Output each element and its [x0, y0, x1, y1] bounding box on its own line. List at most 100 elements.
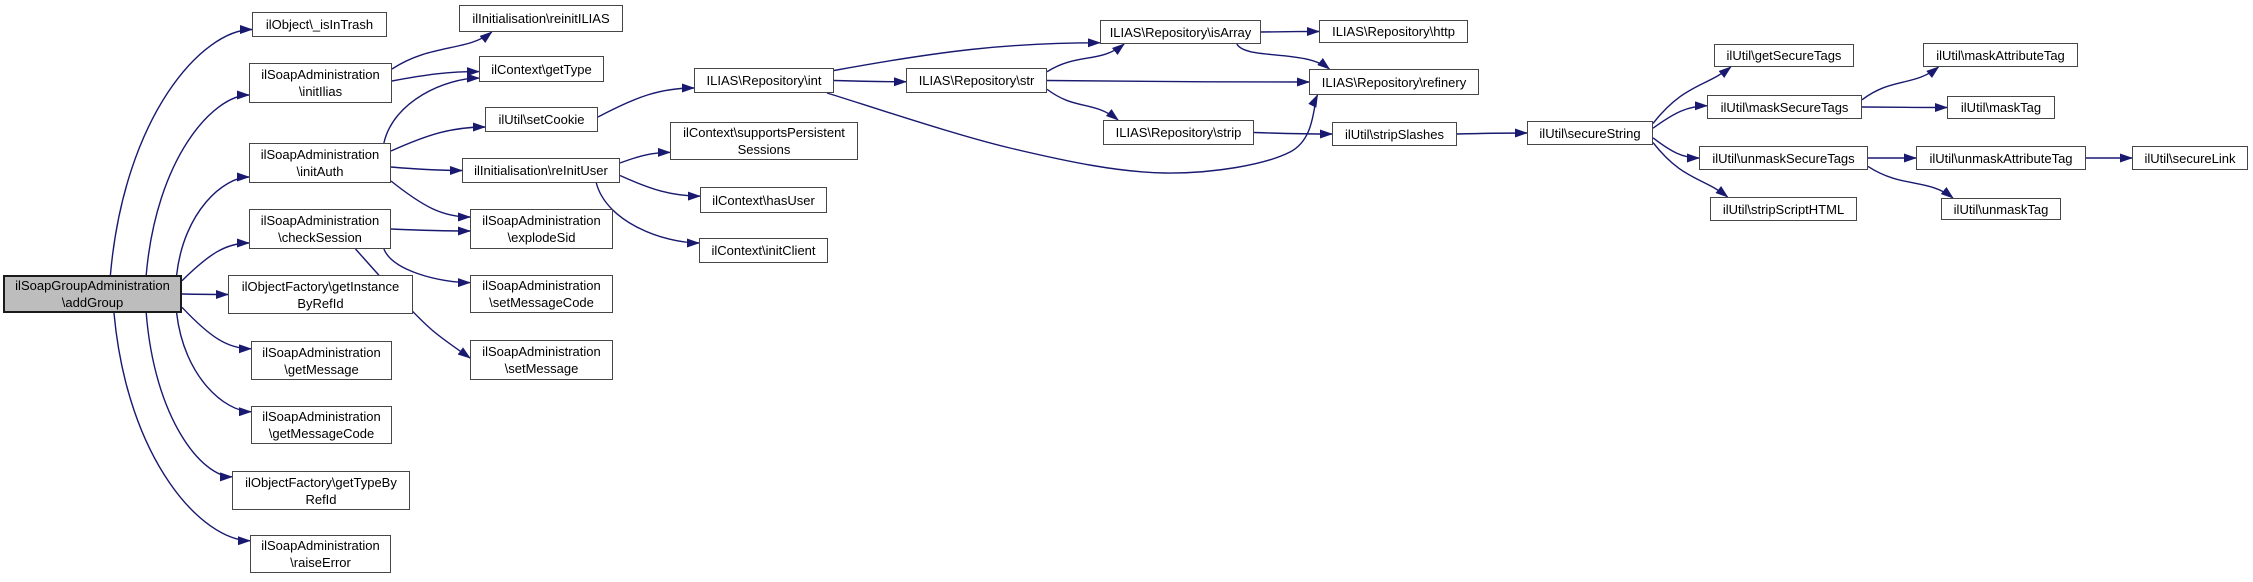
edge-maskSecureTags-maskAttributeTag	[1861, 66, 1940, 101]
node-getMessageCode[interactable]: ilSoapAdministration \getMessageCode	[251, 406, 392, 444]
node-label-line: ILIAS\Repository\str	[918, 73, 1035, 88]
node-stripScriptHTML[interactable]: ilUtil\stripScriptHTML	[1710, 197, 1857, 221]
node-label-line: \explodeSid	[507, 230, 576, 245]
node-maskSecureTags[interactable]: ilUtil\maskSecureTags	[1707, 95, 1862, 119]
edge-reInitUser-hasUser	[619, 174, 701, 201]
node-unmaskSecureTags[interactable]: ilUtil\unmaskSecureTags	[1699, 146, 1868, 170]
node-label-line: ilSoapAdministration	[260, 213, 380, 228]
node-label-line: ilSoapAdministration	[482, 213, 601, 228]
node-label-line: ilObjectFactory\getInstance	[241, 278, 400, 294]
node-strip[interactable]: ILIAS\Repository\strip	[1103, 120, 1254, 145]
node-label-line: Sessions	[737, 142, 791, 157]
node-label-line: ILIAS\Repository\refinery	[1321, 74, 1467, 90]
node-initAuth[interactable]: ilSoapAdministration \initAuth	[249, 143, 391, 183]
node-unmaskTag[interactable]: ilUtil\unmaskTag	[1941, 198, 2061, 220]
edge-stripSlashes-secureString	[1456, 128, 1528, 138]
edge-initAuth-reInitUser	[390, 165, 463, 175]
edge-strip-stripSlashes	[1253, 129, 1333, 139]
edge-str-refinery	[1046, 77, 1310, 87]
edge-reInitUser-supportsPersistentSessions	[619, 147, 671, 164]
edge-isArray-http	[1260, 27, 1320, 37]
node-explodeSid[interactable]: ilSoapAdministration \explodeSid	[470, 209, 613, 249]
node-unmaskAttributeTag[interactable]: ilUtil\unmaskAttributeTag	[1916, 146, 2086, 170]
node-maskTag[interactable]: ilUtil\maskTag	[1947, 96, 2055, 119]
node-getMessage[interactable]: ilSoapAdministration\getMessage	[251, 341, 392, 380]
node-checkSession[interactable]: ilSoapAdministration \checkSession	[249, 209, 391, 249]
node-label-line: \addGroup	[61, 295, 124, 310]
node-setCookie[interactable]: ilUtil\setCookie	[485, 107, 598, 132]
node-secureLink[interactable]: ilUtil\secureLink	[2132, 146, 2248, 170]
node-http[interactable]: ILIAS\Repository\http	[1319, 20, 1468, 43]
edge-setCookie-int	[597, 83, 695, 118]
node-reInitUser[interactable]: ilInitialisation\reInitUser	[462, 158, 620, 183]
node-raiseError[interactable]: ilSoapAdministration\raiseError	[250, 535, 391, 573]
node-label-line: ilUtil\maskSecureTags	[1720, 99, 1849, 115]
edge-str-isArray	[1046, 43, 1125, 73]
node-label-line: ILIAS\Repository\strip	[1115, 125, 1242, 140]
node-int[interactable]: ILIAS\Repository\int	[694, 68, 834, 93]
node-hasUser[interactable]: ilContext\hasUser	[700, 187, 827, 213]
node-label-line: ilUtil\secureLink	[2144, 150, 2236, 166]
node-label-line: ilSoapAdministration	[261, 67, 380, 82]
node-label-line: ilSoapAdministration	[260, 147, 380, 162]
node-initClient[interactable]: ilContext\initClient	[699, 238, 828, 263]
edge-secureString-unmaskSecureTags	[1652, 137, 1700, 163]
node-label-line: \checkSession	[278, 230, 362, 245]
node-initIlias[interactable]: ilSoapAdministration \initIlias	[249, 63, 392, 103]
edge-secureString-maskSecureTags	[1652, 101, 1708, 129]
node-label-line: \getMessage	[284, 361, 359, 377]
node-setMessage[interactable]: ilSoapAdministration\setMessage	[470, 340, 613, 380]
edge-addGroup-getTypeByRefId	[145, 312, 233, 482]
node-str[interactable]: ILIAS\Repository\str	[906, 68, 1047, 93]
node-label-line: ilContext\initClient	[711, 243, 816, 258]
node-label-line: \initAuth	[296, 164, 344, 179]
node-isInTrash[interactable]: ilObject\_isInTrash	[252, 12, 387, 37]
edge-addGroup-getMessageCode	[175, 312, 252, 417]
node-label-line: ilObject\_isInTrash	[265, 17, 374, 32]
node-label-line: ilSoapGroupAdministration	[15, 278, 170, 293]
node-label-line: \getMessageCode	[268, 426, 375, 441]
node-getSecureTags[interactable]: ilUtil\getSecureTags	[1714, 44, 1854, 67]
edge-addGroup-checkSession	[181, 238, 250, 282]
node-label-line: ilUtil\stripScriptHTML	[1722, 201, 1845, 217]
node-label-line: ilContext\hasUser	[712, 192, 815, 208]
node-addGroup: ilSoapGroupAdministration \addGroup	[3, 275, 182, 313]
node-maskAttributeTag[interactable]: ilUtil\maskAttributeTag	[1923, 43, 2078, 67]
node-label-line: ilSoapAdministration	[262, 409, 381, 424]
edge-checkSession-explodeSid	[390, 226, 471, 236]
node-label-line: ILIAS\Repository\int	[706, 73, 822, 88]
node-label-line: ilUtil\maskTag	[1960, 100, 2042, 115]
edge-addGroup-getMessage	[181, 306, 252, 354]
edge-secureString-stripScriptHTML	[1652, 142, 1729, 198]
node-label-line: ILIAS\Repository\http	[1332, 24, 1455, 39]
node-stripSlashes[interactable]: ilUtil\stripSlashes	[1332, 122, 1457, 146]
node-label-line: ILIAS\Repository\isArray	[1109, 24, 1252, 40]
node-refinery[interactable]: ILIAS\Repository\refinery	[1309, 69, 1479, 95]
node-secureString[interactable]: ilUtil\secureString	[1527, 121, 1653, 145]
edge-checkSession-setMessageCode	[383, 248, 471, 288]
node-label-line: ilSoapAdministration	[262, 344, 381, 360]
node-label-line: ilSoapAdministration	[261, 538, 380, 553]
node-label-line: ilContext\getType	[491, 61, 592, 77]
node-label-line: \initIlias	[298, 84, 343, 99]
node-label-line: ilObjectFactory\getTypeBy	[245, 474, 397, 490]
edge-isArray-refinery	[1236, 43, 1331, 70]
node-label-line: ilUtil\unmaskAttributeTag	[1929, 150, 2073, 166]
node-label-line: ilUtil\setCookie	[498, 112, 585, 127]
node-label-line: ilUtil\stripSlashes	[1345, 126, 1444, 142]
node-getType[interactable]: ilContext\getType	[479, 56, 604, 82]
edge-addGroup-raiseError	[113, 312, 251, 546]
node-label-line: ByRefId	[297, 295, 344, 311]
edge-addGroup-isInTrash	[109, 25, 253, 276]
edge-secureString-getSecureTags	[1652, 66, 1732, 124]
edge-addGroup-getInstanceByRefId	[181, 289, 229, 299]
node-reinitILIAS[interactable]: ilInitialisation\reinitILIAS	[459, 5, 623, 32]
edge-int-isArray	[833, 38, 1101, 72]
node-setMessageCode[interactable]: ilSoapAdministration\setMessageCode	[470, 275, 613, 313]
node-isArray[interactable]: ILIAS\Repository\isArray	[1100, 20, 1261, 44]
